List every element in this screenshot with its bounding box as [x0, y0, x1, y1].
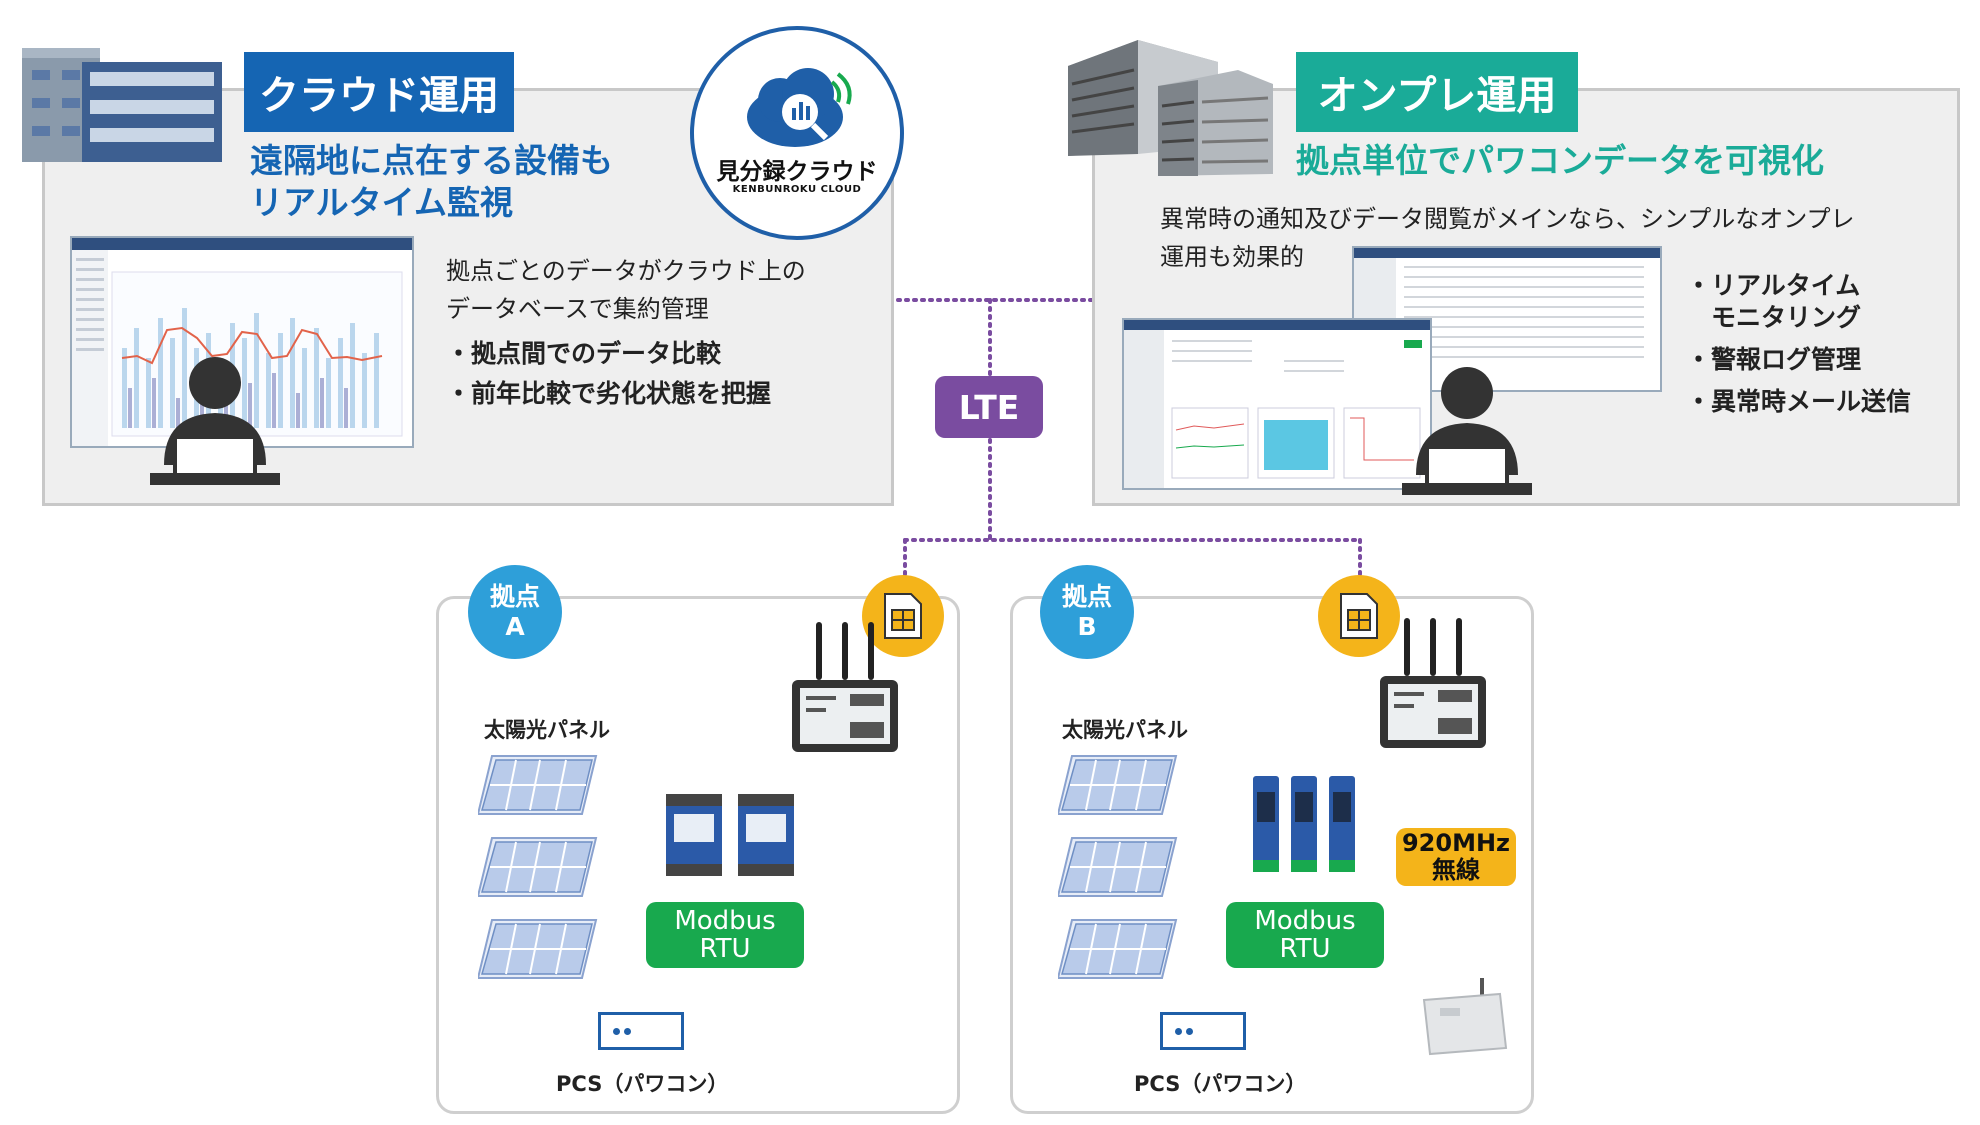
- cloud-body-line-1: 拠点ごとのデータがクラウド上の: [446, 257, 806, 285]
- site-b-badge-line-2: B: [1077, 612, 1097, 641]
- cloud-dashboard-screenshot: [70, 236, 414, 448]
- cloud-title: クラウド運用: [244, 52, 514, 132]
- site-b-wireless-line-1: 920MHz: [1401, 829, 1511, 857]
- onprem-bullet: ・警報ログ管理: [1686, 345, 1862, 374]
- site-b-wireless-label: 920MHz 無線: [1396, 828, 1516, 886]
- cloud-bullet-list: ・拠点間でのデータ比較 ・前年比較で劣化状態を把握: [446, 334, 771, 414]
- site-a-modbus-rtu: Modbus RTU: [646, 902, 804, 968]
- meter-icon: [666, 794, 722, 876]
- meter-icon: [1253, 776, 1279, 872]
- router-icon: [792, 622, 898, 752]
- site-a-badge: 拠点 A: [468, 565, 562, 659]
- site-b-badge: 拠点 B: [1040, 565, 1134, 659]
- onprem-bullet-list: ・リアルタイム モニタリング ・警報ログ管理 ・異常時メール送信: [1686, 270, 1911, 418]
- sim-card-icon: [862, 575, 944, 657]
- router-icon: [1380, 618, 1486, 748]
- site-b-pcs-label: PCS（パワコン）: [1134, 1072, 1307, 1096]
- cloud-body-text: 拠点ごとのデータがクラウド上の データベースで集約管理: [446, 252, 806, 328]
- site-a-modbus-line-1: Modbus: [674, 906, 776, 936]
- cloud-body-line-2: データベースで集約管理: [446, 295, 709, 323]
- solar-panel-icon: [1056, 752, 1178, 986]
- building-icon: [22, 42, 222, 162]
- onprem-bullet: ・リアルタイム: [1686, 271, 1861, 300]
- cloud-logo-name: 見分録クラウド: [716, 159, 878, 185]
- onprem-bullet: ・異常時メール送信: [1686, 387, 1912, 416]
- site-a-modbus-line-2: RTU: [699, 934, 751, 964]
- onprem-title: オンプレ運用: [1296, 52, 1578, 132]
- cloud-heading-line-2: リアルタイム監視: [250, 183, 514, 222]
- pcs-icon: [598, 1012, 684, 1050]
- cloud-bullet: ・拠点間でのデータ比較: [446, 339, 722, 368]
- cloud-bullet: ・前年比較で劣化状態を把握: [446, 379, 772, 408]
- wireless-unit-icon: [1422, 978, 1508, 1056]
- site-b-panel-label: 太陽光パネル: [1062, 718, 1188, 742]
- onprem-bullet: モニタリング: [1686, 303, 1862, 332]
- person-icon: [150, 357, 280, 485]
- cloud-logo-icon: [747, 68, 852, 147]
- onprem-body-text: 異常時の通知及びデータ閲覧がメインなら、シンプルなオンプレ 運用も効果的: [1160, 200, 1855, 276]
- meter-icon: [1329, 776, 1355, 872]
- solar-panel-icon: [476, 752, 598, 986]
- onprem-monitor-screenshot: [1122, 318, 1432, 490]
- site-a-pcs-label: PCS（パワコン）: [556, 1072, 729, 1096]
- sim-card-icon: [1318, 575, 1400, 657]
- onprem-heading: 拠点単位でパワコンデータを可視化: [1296, 141, 1824, 180]
- site-a-badge-line-1: 拠点: [489, 582, 540, 611]
- site-a-panel-label: 太陽光パネル: [484, 718, 610, 742]
- meter-icon: [1291, 776, 1317, 872]
- site-a-badge-line-2: A: [505, 612, 525, 641]
- meter-icon: [738, 794, 794, 876]
- person-icon: [1402, 367, 1532, 495]
- cloud-heading-line-1: 遠隔地に点在する設備も: [250, 141, 613, 180]
- lte-label: LTE: [935, 376, 1043, 438]
- site-b-wireless-line-2: 無線: [1432, 856, 1480, 884]
- cloud-logo-sub: KENBUNROKU CLOUD: [732, 184, 862, 195]
- cloud-logo: 見分録クラウド KENBUNROKU CLOUD: [690, 26, 904, 240]
- pcs-icon: [1160, 1012, 1246, 1050]
- site-b-modbus-line-2: RTU: [1279, 934, 1331, 964]
- office-building-icon: [1068, 40, 1273, 176]
- site-b-badge-line-1: 拠点: [1061, 582, 1112, 611]
- cloud-heading: 遠隔地に点在する設備も リアルタイム監視: [250, 140, 613, 224]
- onprem-body-line-2: 運用も効果的: [1160, 243, 1304, 271]
- site-b-modbus-line-1: Modbus: [1254, 906, 1356, 936]
- onprem-body-line-1: 異常時の通知及びデータ閲覧がメインなら、シンプルなオンプレ: [1160, 205, 1855, 233]
- site-b-modbus-rtu: Modbus RTU: [1226, 902, 1384, 968]
